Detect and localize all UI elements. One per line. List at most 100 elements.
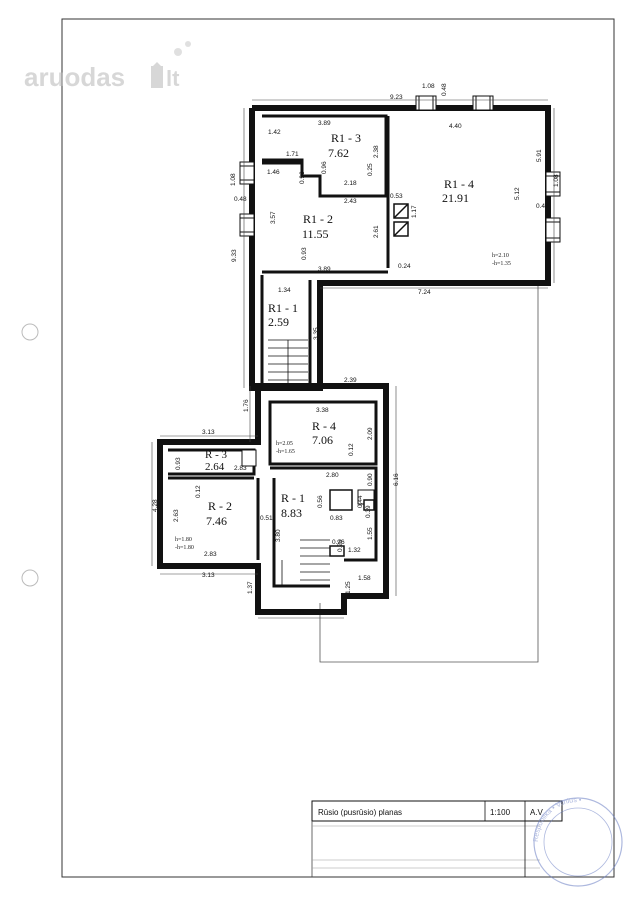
dim: 3.89: [318, 120, 331, 127]
room-labels: R1 - 3 7.62 R1 - 2 11.55 R1 - 4 21.91 R1…: [205, 131, 474, 528]
drawing-title: Rūsio (pusrūsio) planas: [318, 808, 402, 817]
dim: 3.80: [275, 529, 282, 542]
dim: 5.91: [536, 149, 543, 162]
dim: 1.32: [348, 547, 361, 554]
room-label-r1-4: R1 - 4: [444, 177, 474, 191]
height-notes: h=2.10 -h=1.35 h=2.05 -h=1.65 h=1.80 -h=…: [175, 253, 511, 551]
title-block: Rūsio (pusrūsio) planas 1:100 A.V: [311, 800, 563, 877]
watermark-brand: aruodas: [24, 62, 125, 92]
dim: 0.25: [367, 163, 374, 176]
height-r-2-h: h=1.80: [175, 537, 192, 543]
upper-windows: [239, 95, 561, 243]
room-area-r-3: 2.64: [205, 461, 225, 473]
stamp-seal: Respublika • Vilnius •: [533, 797, 623, 887]
dim: 1.58: [358, 575, 371, 582]
dim: 1.37: [247, 581, 254, 594]
dim: 2.43: [344, 198, 357, 205]
drawing-code: A.V: [530, 808, 544, 817]
height-r-4-h: h=2.05: [276, 441, 293, 447]
dim: 7.24: [418, 289, 431, 296]
dim: 2.63: [173, 509, 180, 522]
room-label-r1-3: R1 - 3: [331, 131, 361, 145]
dim: 9.23: [390, 94, 403, 101]
room-label-r-4: R - 4: [312, 419, 336, 433]
height-r1-4-lh: -h=1.35: [492, 261, 511, 267]
lower-walls: [157, 383, 389, 615]
dim: 3.38: [316, 407, 329, 414]
site-outline: [319, 282, 539, 663]
dim: 2.38: [373, 145, 380, 158]
punch-hole: [21, 323, 39, 341]
room-label-r-2: R - 2: [208, 499, 232, 513]
dim: 6.16: [393, 473, 400, 486]
room-label-r-1: R - 1: [281, 491, 305, 505]
dim: 5.12: [514, 187, 521, 200]
dim: 1.42: [268, 129, 281, 136]
dim: 2.83: [234, 465, 247, 472]
room-label-r-3: R - 3: [205, 449, 228, 461]
dim: 2.09: [367, 427, 374, 440]
room-area-r1-2: 11.55: [302, 227, 329, 241]
dim: 2.39: [344, 377, 357, 384]
room-label-r1-1: R1 - 1: [268, 301, 298, 315]
dim: 1.34: [278, 287, 291, 294]
dim: 3.13: [202, 572, 215, 579]
dim: 0.93: [301, 247, 308, 260]
room-area-r-2: 7.46: [206, 514, 227, 528]
dim: 0.48: [441, 83, 448, 96]
dim: 4.40: [449, 123, 462, 130]
dim: 1.08: [422, 83, 435, 90]
room-area-r-1: 8.83: [281, 506, 302, 520]
dim: 1.71: [286, 151, 299, 158]
dimension-lines: [151, 99, 555, 619]
room-area-r1-1: 2.59: [268, 315, 289, 329]
dim: 0.51: [260, 515, 273, 522]
dim: 1.76: [243, 399, 250, 412]
r1-fixtures: [329, 489, 375, 557]
dim: 1.55: [367, 527, 374, 540]
dim: 0.26: [332, 539, 345, 546]
dim: 1.08: [553, 174, 560, 187]
room-area-r1-3: 7.62: [328, 146, 349, 160]
dim: 0.26: [337, 539, 344, 552]
dim: 2.81: [292, 609, 305, 616]
dim: 0.56: [317, 495, 324, 508]
dim: 0.96: [321, 161, 328, 174]
dim: 9.33: [231, 249, 238, 262]
stair-lower: [281, 539, 330, 586]
dim: 3.57: [270, 211, 277, 224]
dim: 0.48: [234, 196, 247, 203]
dim: 2.83: [204, 551, 217, 558]
stair-upper: [268, 339, 308, 384]
upper-walls: [249, 105, 551, 391]
dimension-numbers: 9.23 1.08 0.48 3.89 4.40 1.42 1.71 2.38 …: [152, 83, 560, 616]
upper-inner-walls: [260, 114, 390, 386]
dim: 0.12: [348, 443, 355, 456]
dim: 1.08: [230, 173, 237, 186]
height-r-4-lh: -h=1.65: [276, 449, 295, 455]
dim: 3.13: [202, 429, 215, 436]
dim: 0.53: [390, 193, 403, 200]
dim: 1.46: [267, 169, 280, 176]
lower-windows: [241, 449, 375, 505]
dim: 2.18: [344, 180, 357, 187]
dim: 0.93: [175, 457, 182, 470]
drawing-scale: 1:100: [490, 808, 511, 817]
dim: 0.24: [398, 263, 411, 270]
room-area-r1-4: 21.91: [442, 191, 469, 205]
watermark-suffix: lt: [166, 66, 180, 91]
dim: 0.96: [299, 171, 306, 184]
punch-hole: [21, 569, 39, 587]
height-r1-4-h: h=2.10: [492, 253, 509, 259]
dim: 3.89: [318, 266, 331, 273]
dim: 0.12: [195, 485, 202, 498]
chimney-vents: [393, 203, 409, 237]
room-area-r-4: 7.06: [312, 433, 333, 447]
dim: 2.80: [326, 472, 339, 479]
dim: 2.61: [373, 225, 380, 238]
dim: 1.17: [411, 205, 418, 218]
dim: 0.44: [357, 495, 364, 508]
dim: 3.35: [313, 327, 320, 340]
aruodas-watermark: aruodas lt: [24, 41, 191, 92]
